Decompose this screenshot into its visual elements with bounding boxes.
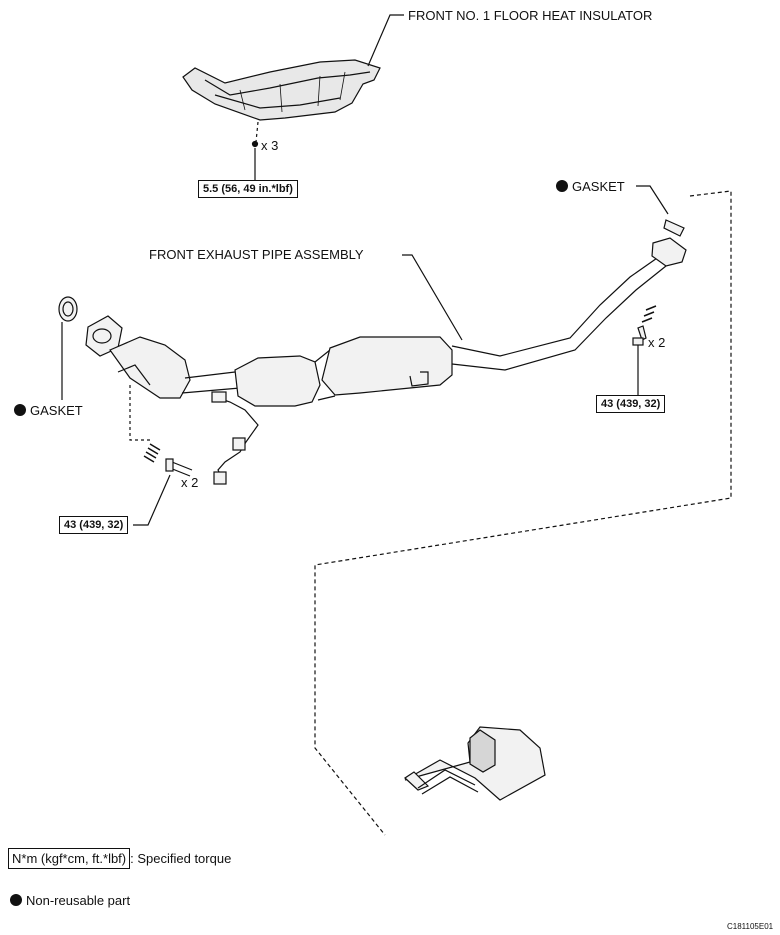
non-reusable-dot-icon bbox=[10, 894, 22, 906]
left-torque-box: 43 (439, 32) bbox=[59, 516, 129, 534]
insulator-qty-label: x 3 bbox=[261, 138, 279, 153]
right-torque-box: 43 (439, 32) bbox=[596, 395, 666, 413]
front-exhaust-pipe-label: FRONT EXHAUST PIPE ASSEMBLY bbox=[149, 247, 364, 262]
legend-non-reusable: Non-reusable part bbox=[10, 894, 130, 907]
insulator-torque-box: 5.5 (56, 49 in.*lbf) bbox=[198, 180, 298, 198]
non-reusable-dot-icon bbox=[14, 404, 26, 416]
heat-insulator-part bbox=[182, 59, 381, 121]
legend-torque: N*m (kgf*cm, ft.*lbf): Specified torque bbox=[8, 848, 232, 869]
legend-torque-desc: : Specified torque bbox=[130, 851, 232, 866]
legend-torque-units: N*m (kgf*cm, ft.*lbf) bbox=[8, 848, 131, 869]
legend-non-reusable-text: Non-reusable part bbox=[26, 893, 131, 908]
gasket-right-text: GASKET bbox=[572, 179, 625, 194]
tailpipe-muffler-part bbox=[404, 726, 546, 801]
heat-insulator-label: FRONT NO. 1 FLOOR HEAT INSULATOR bbox=[408, 8, 653, 23]
gasket-right-part bbox=[663, 219, 685, 237]
non-reusable-dot-icon bbox=[556, 180, 568, 192]
gasket-left-part bbox=[58, 296, 78, 322]
gasket-right-label: GASKET bbox=[556, 180, 625, 193]
gasket-left-label: GASKET bbox=[14, 404, 83, 417]
gasket-left-text: GASKET bbox=[30, 403, 83, 418]
right-qty-label: x 2 bbox=[648, 335, 666, 350]
figure-code: C181105E01 bbox=[727, 922, 774, 931]
exhaust-pipe-part bbox=[85, 237, 687, 485]
left-qty-label: x 2 bbox=[181, 475, 199, 490]
